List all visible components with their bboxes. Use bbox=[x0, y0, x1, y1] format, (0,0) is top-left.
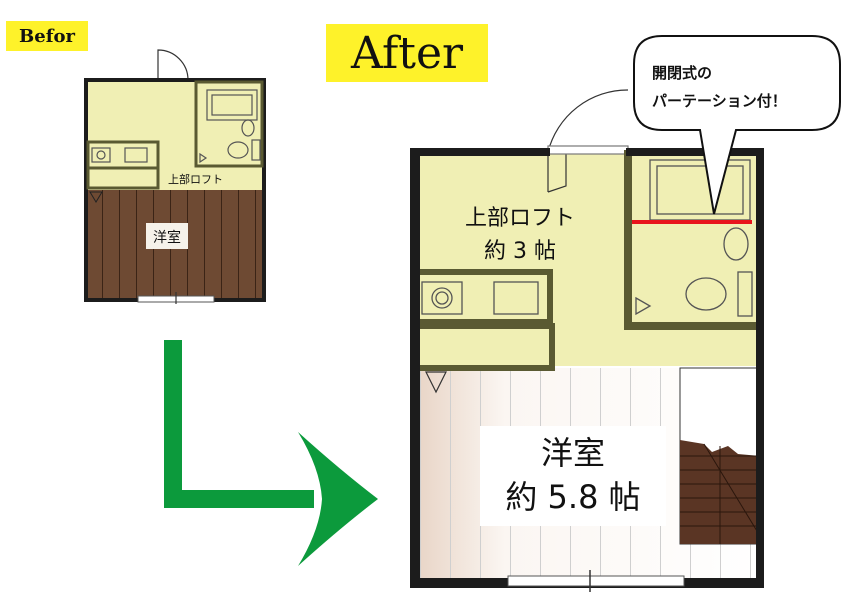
before-bathroom bbox=[194, 80, 264, 168]
before-outer-wall bbox=[84, 78, 266, 302]
before-label: Befor bbox=[6, 21, 88, 51]
callout-line-2: パーテーション付！ bbox=[652, 92, 787, 110]
after-window bbox=[507, 570, 685, 592]
after-bathroom bbox=[624, 150, 758, 330]
after-kitchen bbox=[413, 269, 555, 371]
before-window bbox=[137, 292, 215, 304]
after-room-label: 洋室 bbox=[541, 434, 605, 472]
after-loft-label: 上部ロフト bbox=[465, 206, 575, 231]
after-floor-plan: 上部ロフト 約 3 帖 洋室 約 5.8 帖 bbox=[410, 89, 764, 592]
before-loft-label: 上部ロフト bbox=[168, 172, 223, 186]
transition-arrow bbox=[164, 340, 378, 566]
partition-callout: 開閉式の パーテーション付！ bbox=[633, 35, 841, 215]
before-kitchen bbox=[86, 140, 160, 190]
callout-line-1: 開閉式の bbox=[652, 64, 712, 82]
before-floor-plan: 上部ロフト 洋室 bbox=[84, 49, 266, 304]
before-entrance-door bbox=[157, 49, 189, 83]
after-staircase bbox=[679, 367, 761, 545]
after-loft-size: 約 3 帖 bbox=[484, 239, 556, 264]
before-room-label: 洋室 bbox=[153, 229, 181, 246]
after-label: After bbox=[326, 24, 488, 82]
after-room-size: 約 5.8 帖 bbox=[505, 478, 640, 516]
